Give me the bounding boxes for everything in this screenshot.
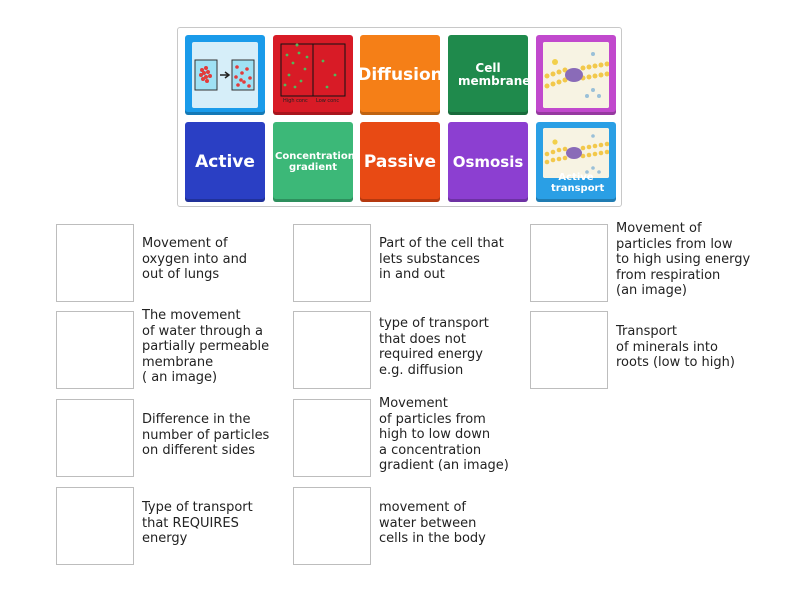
diffusion-beakers-image xyxy=(192,42,258,108)
tile-label: Concentration gradient xyxy=(275,151,353,173)
concentration-mini-label-right: Low conc xyxy=(316,98,340,104)
tile-diffusion-beakers-image[interactable] xyxy=(185,35,265,115)
clue-10: movement of water between cells in the b… xyxy=(379,500,486,546)
tile-cell-membrane[interactable]: Cell membrane xyxy=(448,35,528,115)
tile-osmosis[interactable]: Osmosis xyxy=(448,122,528,202)
tile-concentration-box-image[interactable]: High conc Low conc xyxy=(273,35,353,115)
tile-diffusion[interactable]: Diffusion xyxy=(360,35,440,115)
tile-label: Cell membrane xyxy=(458,60,528,88)
clue-3: Movement of particles from low to high u… xyxy=(616,221,751,298)
clue-8: Movement of particles from high to low d… xyxy=(379,396,509,473)
tile-passive[interactable]: Passive xyxy=(360,122,440,202)
drop-zone-1[interactable] xyxy=(56,224,134,302)
tile-label: Passive xyxy=(363,151,437,172)
drop-zone-5[interactable] xyxy=(293,311,371,389)
drop-zone-9[interactable] xyxy=(56,487,134,565)
clue-5: type of transport that does not required… xyxy=(379,316,489,378)
tile-label: Active xyxy=(195,151,255,172)
drop-zone-6[interactable] xyxy=(530,311,608,389)
tile-membrane-protein-image[interactable] xyxy=(536,35,616,115)
drop-zone-2[interactable] xyxy=(293,224,371,302)
active-transport-image xyxy=(543,128,609,178)
clue-1: Movement of oxygen into and out of lungs xyxy=(142,236,248,282)
concentration-mini-label-left: High conc xyxy=(283,98,308,104)
tile-label: Diffusion xyxy=(360,64,440,85)
membrane-protein-image xyxy=(543,42,609,108)
concentration-box-image: High conc Low conc xyxy=(279,41,347,109)
tile-label: Active transport xyxy=(551,172,605,194)
clue-6: Transport of minerals into roots (low to… xyxy=(616,324,735,370)
drop-zone-10[interactable] xyxy=(293,487,371,565)
tile-concentration-gradient[interactable]: Concentration gradient xyxy=(273,122,353,202)
tile-active-transport[interactable]: Active transport xyxy=(536,122,616,202)
tile-label: Osmosis xyxy=(452,152,524,171)
drop-zone-7[interactable] xyxy=(56,399,134,477)
drop-zone-8[interactable] xyxy=(293,399,371,477)
clue-2: Part of the cell that lets substances in… xyxy=(379,236,504,282)
clue-9: Type of transport that REQUIRES energy xyxy=(142,500,253,546)
clue-7: Difference in the number of particles on… xyxy=(142,412,270,458)
tile-active[interactable]: Active xyxy=(185,122,265,202)
clue-4: The movement of water through a partiall… xyxy=(142,308,270,385)
answer-bank: High conc Low conc Diffusion Cell membra… xyxy=(177,27,622,207)
drop-zone-3[interactable] xyxy=(530,224,608,302)
drop-zone-4[interactable] xyxy=(56,311,134,389)
